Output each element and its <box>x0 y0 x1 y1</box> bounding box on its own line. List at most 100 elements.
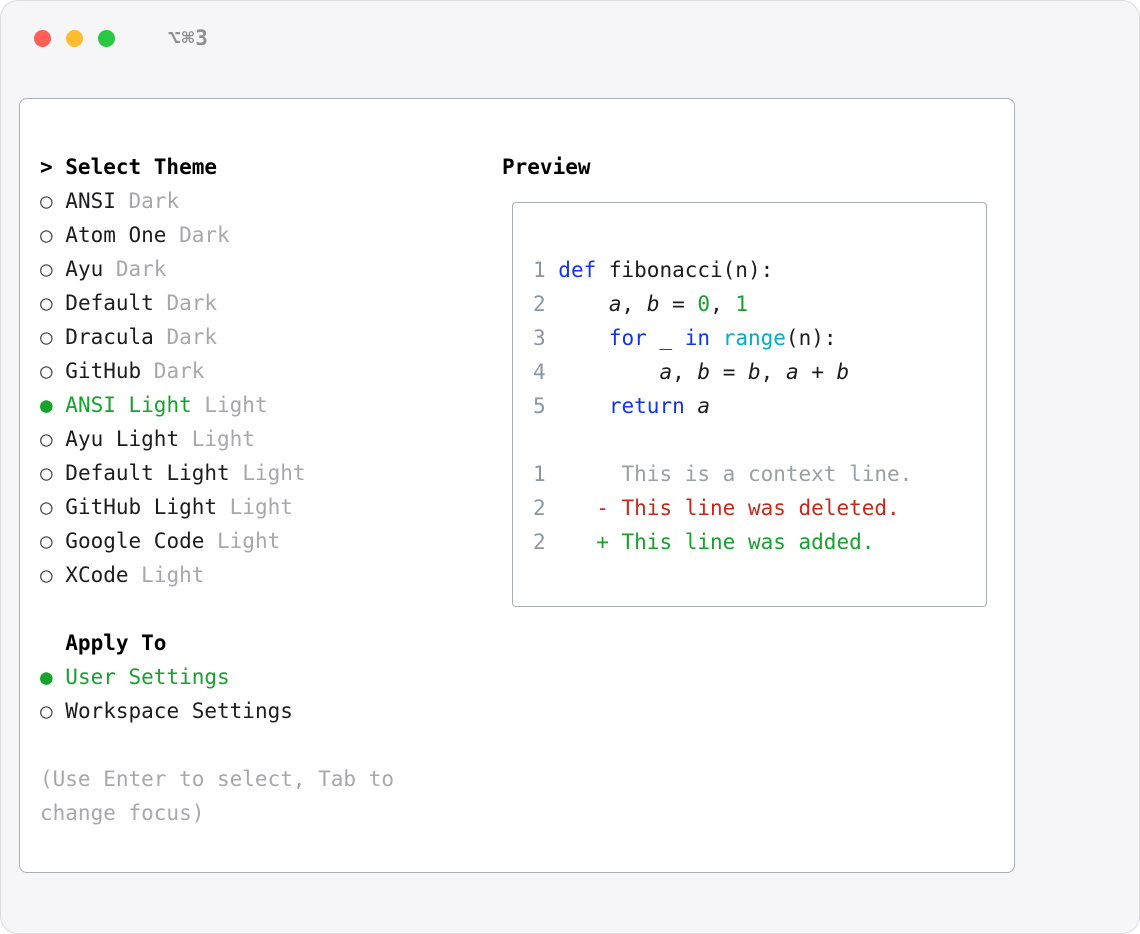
code-token-plain <box>685 394 698 418</box>
code-token-var: a <box>608 292 622 316</box>
radio-icon: ○ <box>40 359 66 383</box>
code-token-ln: 3 <box>533 326 559 350</box>
apply-option-workspace-settings[interactable]: ○ Workspace Settings <box>40 694 470 728</box>
theme-option-atom-one[interactable]: ○ Atom One Dark <box>40 218 470 252</box>
code-token-plain: = <box>659 292 698 316</box>
theme-option-xcode[interactable]: ○ XCode Light <box>40 558 470 592</box>
preview-heading: Preview <box>502 155 591 179</box>
code-token-add: + This line was added. <box>558 530 875 554</box>
theme-name: Default <box>65 291 154 315</box>
theme-variant: Light <box>128 563 205 587</box>
code-token-ln: 2 <box>533 530 559 554</box>
theme-option-ansi[interactable]: ○ ANSI Dark <box>40 184 470 218</box>
code-token-var: a <box>659 360 673 384</box>
theme-variant: Dark <box>166 223 230 247</box>
code-token-var: b <box>748 360 761 384</box>
code-line: 2 - This line was deleted. <box>533 491 986 525</box>
theme-name: ANSI Light <box>65 393 192 417</box>
code-token-kw: for <box>608 326 647 350</box>
theme-variant: Dark <box>115 189 180 213</box>
theme-option-dracula[interactable]: ○ Dracula Dark <box>40 320 470 354</box>
theme-variant: Light <box>179 427 255 451</box>
zoom-button[interactable] <box>98 30 115 47</box>
close-button[interactable] <box>34 30 51 47</box>
apply-option-label: Workspace Settings <box>65 699 293 723</box>
code-token-var: b <box>646 292 660 316</box>
code-token-plain <box>558 292 609 316</box>
code-token-del: - This line was deleted. <box>558 496 900 520</box>
code-token-ln: 1 <box>533 258 559 282</box>
theme-variant: Light <box>191 393 268 417</box>
theme-name: Ayu <box>65 257 104 281</box>
radio-icon: ○ <box>40 461 66 485</box>
code-token-num: 0 <box>697 292 711 316</box>
theme-name: GitHub Light <box>65 495 218 519</box>
theme-option-google-code[interactable]: ○ Google Code Light <box>40 524 470 558</box>
radio-icon: ○ <box>40 529 66 553</box>
theme-variant: Dark <box>103 257 167 281</box>
minimize-button[interactable] <box>66 30 83 47</box>
code-token-var: b <box>836 360 850 384</box>
theme-name: Default Light <box>65 461 230 485</box>
code-token-num: 1 <box>735 292 749 316</box>
code-token-ln: 2 <box>533 496 559 520</box>
theme-option-ayu-light[interactable]: ○ Ayu Light Light <box>40 422 470 456</box>
code-token-plain <box>558 394 609 418</box>
theme-name: Dracula <box>65 325 154 349</box>
theme-variant: Light <box>204 529 281 553</box>
theme-name: Google Code <box>65 529 205 553</box>
theme-name: GitHub <box>65 359 142 383</box>
code-token-kw: return <box>608 394 685 418</box>
apply-options: ● User Settings○ Workspace Settings <box>40 660 470 728</box>
apply-option-label: User Settings <box>65 665 230 689</box>
theme-name: XCode <box>65 563 129 587</box>
theme-variant: Light <box>217 495 293 519</box>
theme-variant: Dark <box>153 325 218 349</box>
code-token-fn: range <box>722 326 786 350</box>
theme-picker-panel: > Select Theme ○ ANSI Dark○ Atom One Dar… <box>19 98 1015 873</box>
theme-name: ANSI <box>65 189 116 213</box>
code-line: 1 This is a context line. <box>533 457 986 491</box>
code-token-var: a <box>697 394 711 418</box>
theme-option-github-light[interactable]: ○ GitHub Light Light <box>40 490 470 524</box>
radio-selected-icon: ● <box>40 393 66 417</box>
code-token-var: a <box>785 360 799 384</box>
apply-to-heading: Apply To <box>65 631 167 655</box>
theme-option-ansi-light[interactable]: ● ANSI Light Light <box>40 388 470 422</box>
code-token-ln: 5 <box>533 394 559 418</box>
theme-option-ayu[interactable]: ○ Ayu Dark <box>40 252 470 286</box>
radio-icon: ○ <box>40 291 66 315</box>
theme-option-default[interactable]: ○ Default Dark <box>40 286 470 320</box>
theme-option-github[interactable]: ○ GitHub Dark <box>40 354 470 388</box>
code-token-plain: , <box>760 360 786 384</box>
theme-variant: Light <box>229 461 306 485</box>
radio-icon: ○ <box>40 223 66 247</box>
radio-icon: ○ <box>40 189 66 213</box>
code-token-plain: = <box>710 360 748 384</box>
code-token-var: b <box>697 360 711 384</box>
theme-list: ○ ANSI Dark○ Atom One Dark○ Ayu Dark○ De… <box>40 184 470 592</box>
code-token-plain: , <box>621 292 647 316</box>
window-title: ⌥⌘3 <box>168 26 209 50</box>
code-token-ln: 1 <box>533 462 559 486</box>
code-token-plain: _ <box>646 326 685 350</box>
code-token-ln: 4 <box>533 360 559 384</box>
code-line: 2 + This line was added. <box>533 525 986 559</box>
theme-variant: Dark <box>153 291 218 315</box>
code-token-ctx: This is a context line. <box>558 462 913 486</box>
radio-icon: ○ <box>40 563 66 587</box>
apply-option-user-settings[interactable]: ● User Settings <box>40 660 470 694</box>
code-token-ln: 2 <box>533 292 559 316</box>
theme-variant: Dark <box>141 359 205 383</box>
theme-option-default-light[interactable]: ○ Default Light Light <box>40 456 470 490</box>
select-theme-heading: > Select Theme <box>40 155 218 179</box>
code-token-plain: + <box>798 360 837 384</box>
radio-icon: ○ <box>40 325 66 349</box>
code-line: 3 for _ in range(n): <box>533 321 986 355</box>
radio-icon: ○ <box>40 495 66 519</box>
code-token-plain <box>710 326 723 350</box>
code-line: 5 return a <box>533 389 986 423</box>
